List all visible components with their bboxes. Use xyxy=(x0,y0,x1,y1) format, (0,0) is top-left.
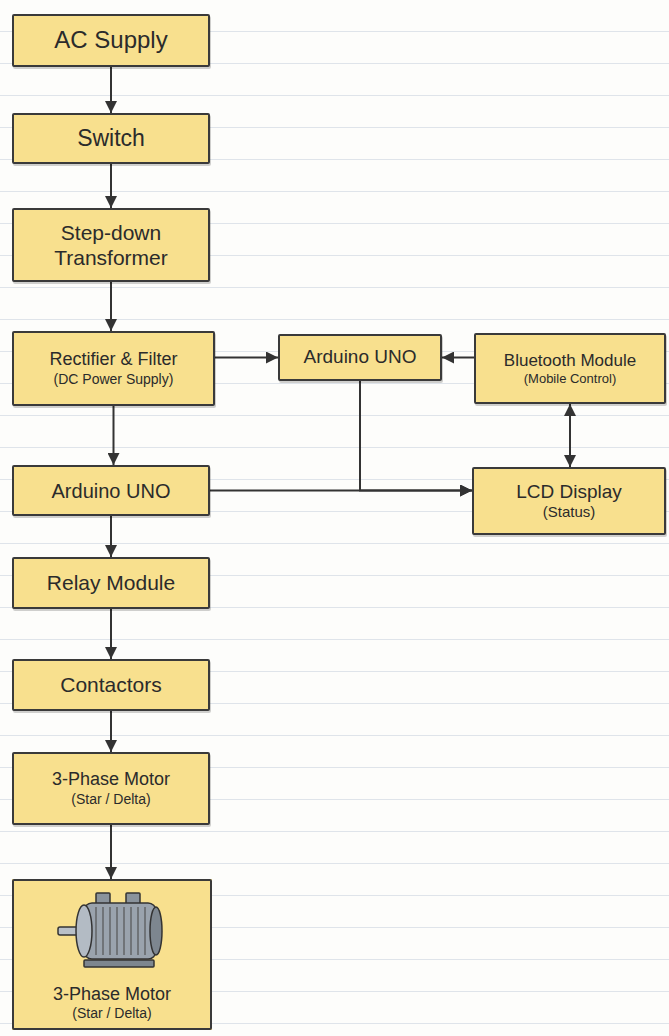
flow-arrow xyxy=(215,357,278,359)
box-title: Switch xyxy=(77,125,145,153)
flow-arrow xyxy=(110,609,112,659)
box-subtitle: (Star / Delta) xyxy=(72,1005,151,1022)
process-box: Switch xyxy=(12,113,210,164)
flow-arrow xyxy=(110,825,112,879)
box-title: Arduino UNO xyxy=(304,346,417,369)
process-box: Relay Module xyxy=(12,557,210,609)
box-subtitle: (Star / Delta) xyxy=(71,791,150,808)
motor-body xyxy=(84,903,156,959)
box-title: Step-down Transformer xyxy=(24,220,198,270)
motor-illustration xyxy=(58,893,162,967)
process-box: Contactors xyxy=(12,659,210,711)
process-box: Arduino UNO xyxy=(278,334,442,381)
motor-base xyxy=(84,960,154,967)
process-box: Rectifier & Filter(DC Power Supply) xyxy=(12,331,215,406)
flow-arrow xyxy=(442,357,474,359)
process-box: 3-Phase Motor(Star / Delta) xyxy=(12,752,210,825)
flow-arrow xyxy=(113,406,115,465)
box-subtitle: (Mobile Control) xyxy=(524,371,616,387)
box-subtitle: (Status) xyxy=(543,503,596,521)
box-subtitle: (DC Power Supply) xyxy=(54,371,174,388)
process-box: Step-down Transformer xyxy=(12,208,210,282)
process-box: Arduino UNO xyxy=(12,465,210,516)
flow-arrow xyxy=(569,404,571,467)
box-title: 3-Phase Motor xyxy=(53,984,171,1006)
process-box: 3-Phase Motor(Star / Delta) xyxy=(12,879,212,1030)
box-title: Contactors xyxy=(60,672,162,697)
box-title: LCD Display xyxy=(516,481,622,504)
process-box: AC Supply xyxy=(12,14,210,67)
flow-arrow xyxy=(110,67,112,113)
box-title: Bluetooth Module xyxy=(504,351,636,371)
flow-arrow xyxy=(110,711,112,752)
process-box: Bluetooth Module(Mobile Control) xyxy=(474,333,666,404)
motor-end-cap xyxy=(76,905,92,957)
flow-arrow xyxy=(110,516,112,557)
flow-arrow xyxy=(110,282,112,331)
box-title: Rectifier & Filter xyxy=(49,349,177,371)
box-title: AC Supply xyxy=(54,26,167,55)
flow-arrow xyxy=(110,164,112,208)
box-title: Arduino UNO xyxy=(52,479,171,503)
motor-rear-cap xyxy=(150,907,162,955)
box-title: 3-Phase Motor xyxy=(52,769,170,791)
box-title: Relay Module xyxy=(47,570,175,595)
motor-box-fill xyxy=(12,879,212,1030)
cooling-fins xyxy=(96,907,145,955)
flow-arrow xyxy=(360,381,472,491)
process-box: LCD Display(Status) xyxy=(472,467,666,535)
